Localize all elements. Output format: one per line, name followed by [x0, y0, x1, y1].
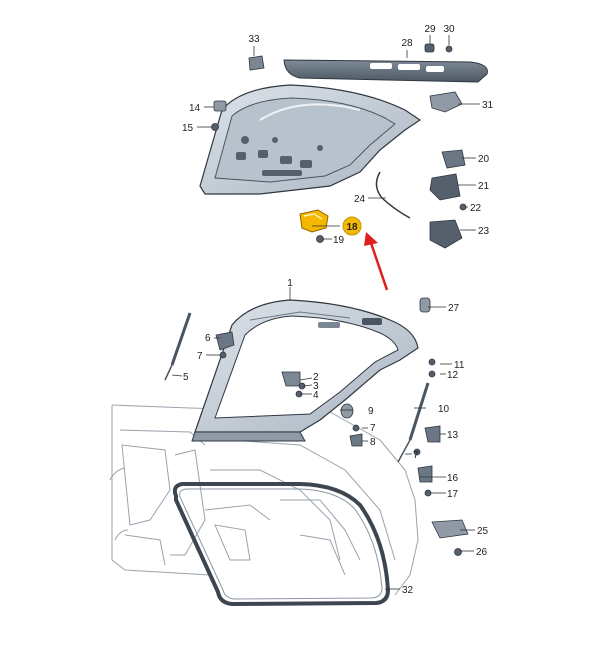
callout-7b: 7 — [370, 423, 376, 434]
callout-6: 6 — [205, 333, 211, 344]
callout-30: 30 — [443, 24, 455, 35]
callout-23: 23 — [478, 226, 490, 237]
callout-labels: 1 2 3 4 5 6 7 7 7 8 9 10 11 12 13 14 15 … — [182, 24, 494, 596]
callout-29: 29 — [424, 24, 436, 35]
callout-31: 31 — [482, 100, 494, 111]
callout-12: 12 — [447, 370, 459, 381]
callout-32: 32 — [402, 585, 414, 596]
roof-spoiler — [283, 59, 488, 83]
callout-26: 26 — [476, 547, 488, 558]
gas-strut-right — [397, 382, 430, 463]
callout-13: 13 — [447, 430, 459, 441]
gas-strut-left — [164, 312, 192, 381]
callout-2: 2 — [313, 372, 319, 383]
tailgate-upper — [199, 84, 422, 195]
bowden-cable — [375, 171, 411, 219]
callout-3: 3 — [313, 381, 319, 392]
callout-14: 14 — [189, 103, 201, 114]
callout-19: 19 — [333, 235, 345, 246]
callout-33: 33 — [248, 34, 260, 45]
tailgate-lower — [191, 299, 419, 442]
highlighted-part-18 — [299, 209, 329, 233]
callout-22: 22 — [470, 203, 482, 214]
callout-27: 27 — [448, 303, 460, 314]
callout-20: 20 — [478, 154, 490, 165]
callout-5: 5 — [183, 372, 189, 383]
callout-18-highlight — [342, 216, 362, 236]
callout-25: 25 — [477, 526, 489, 537]
callout-8: 8 — [370, 437, 376, 448]
indicator-arrow — [364, 232, 389, 291]
callout-10: 10 — [438, 404, 450, 415]
callout-21: 21 — [478, 181, 490, 192]
callout-9: 9 — [368, 406, 374, 417]
door-seal — [172, 482, 391, 607]
callout-15: 15 — [182, 123, 194, 134]
callout-24: 24 — [354, 194, 366, 205]
car-body-outline — [109, 404, 419, 596]
small-parts — [211, 43, 469, 556]
callout-17: 17 — [447, 489, 459, 500]
callout-4: 4 — [313, 390, 319, 401]
callout-11: 11 — [454, 360, 465, 371]
callout-16: 16 — [447, 473, 459, 484]
callout-7c: 7 — [413, 450, 419, 461]
callout-18: 18 — [346, 222, 358, 233]
callout-1: 1 — [287, 278, 293, 289]
callout-7a: 7 — [197, 351, 203, 362]
callout-28: 28 — [401, 38, 413, 49]
leader-lines — [171, 35, 480, 590]
